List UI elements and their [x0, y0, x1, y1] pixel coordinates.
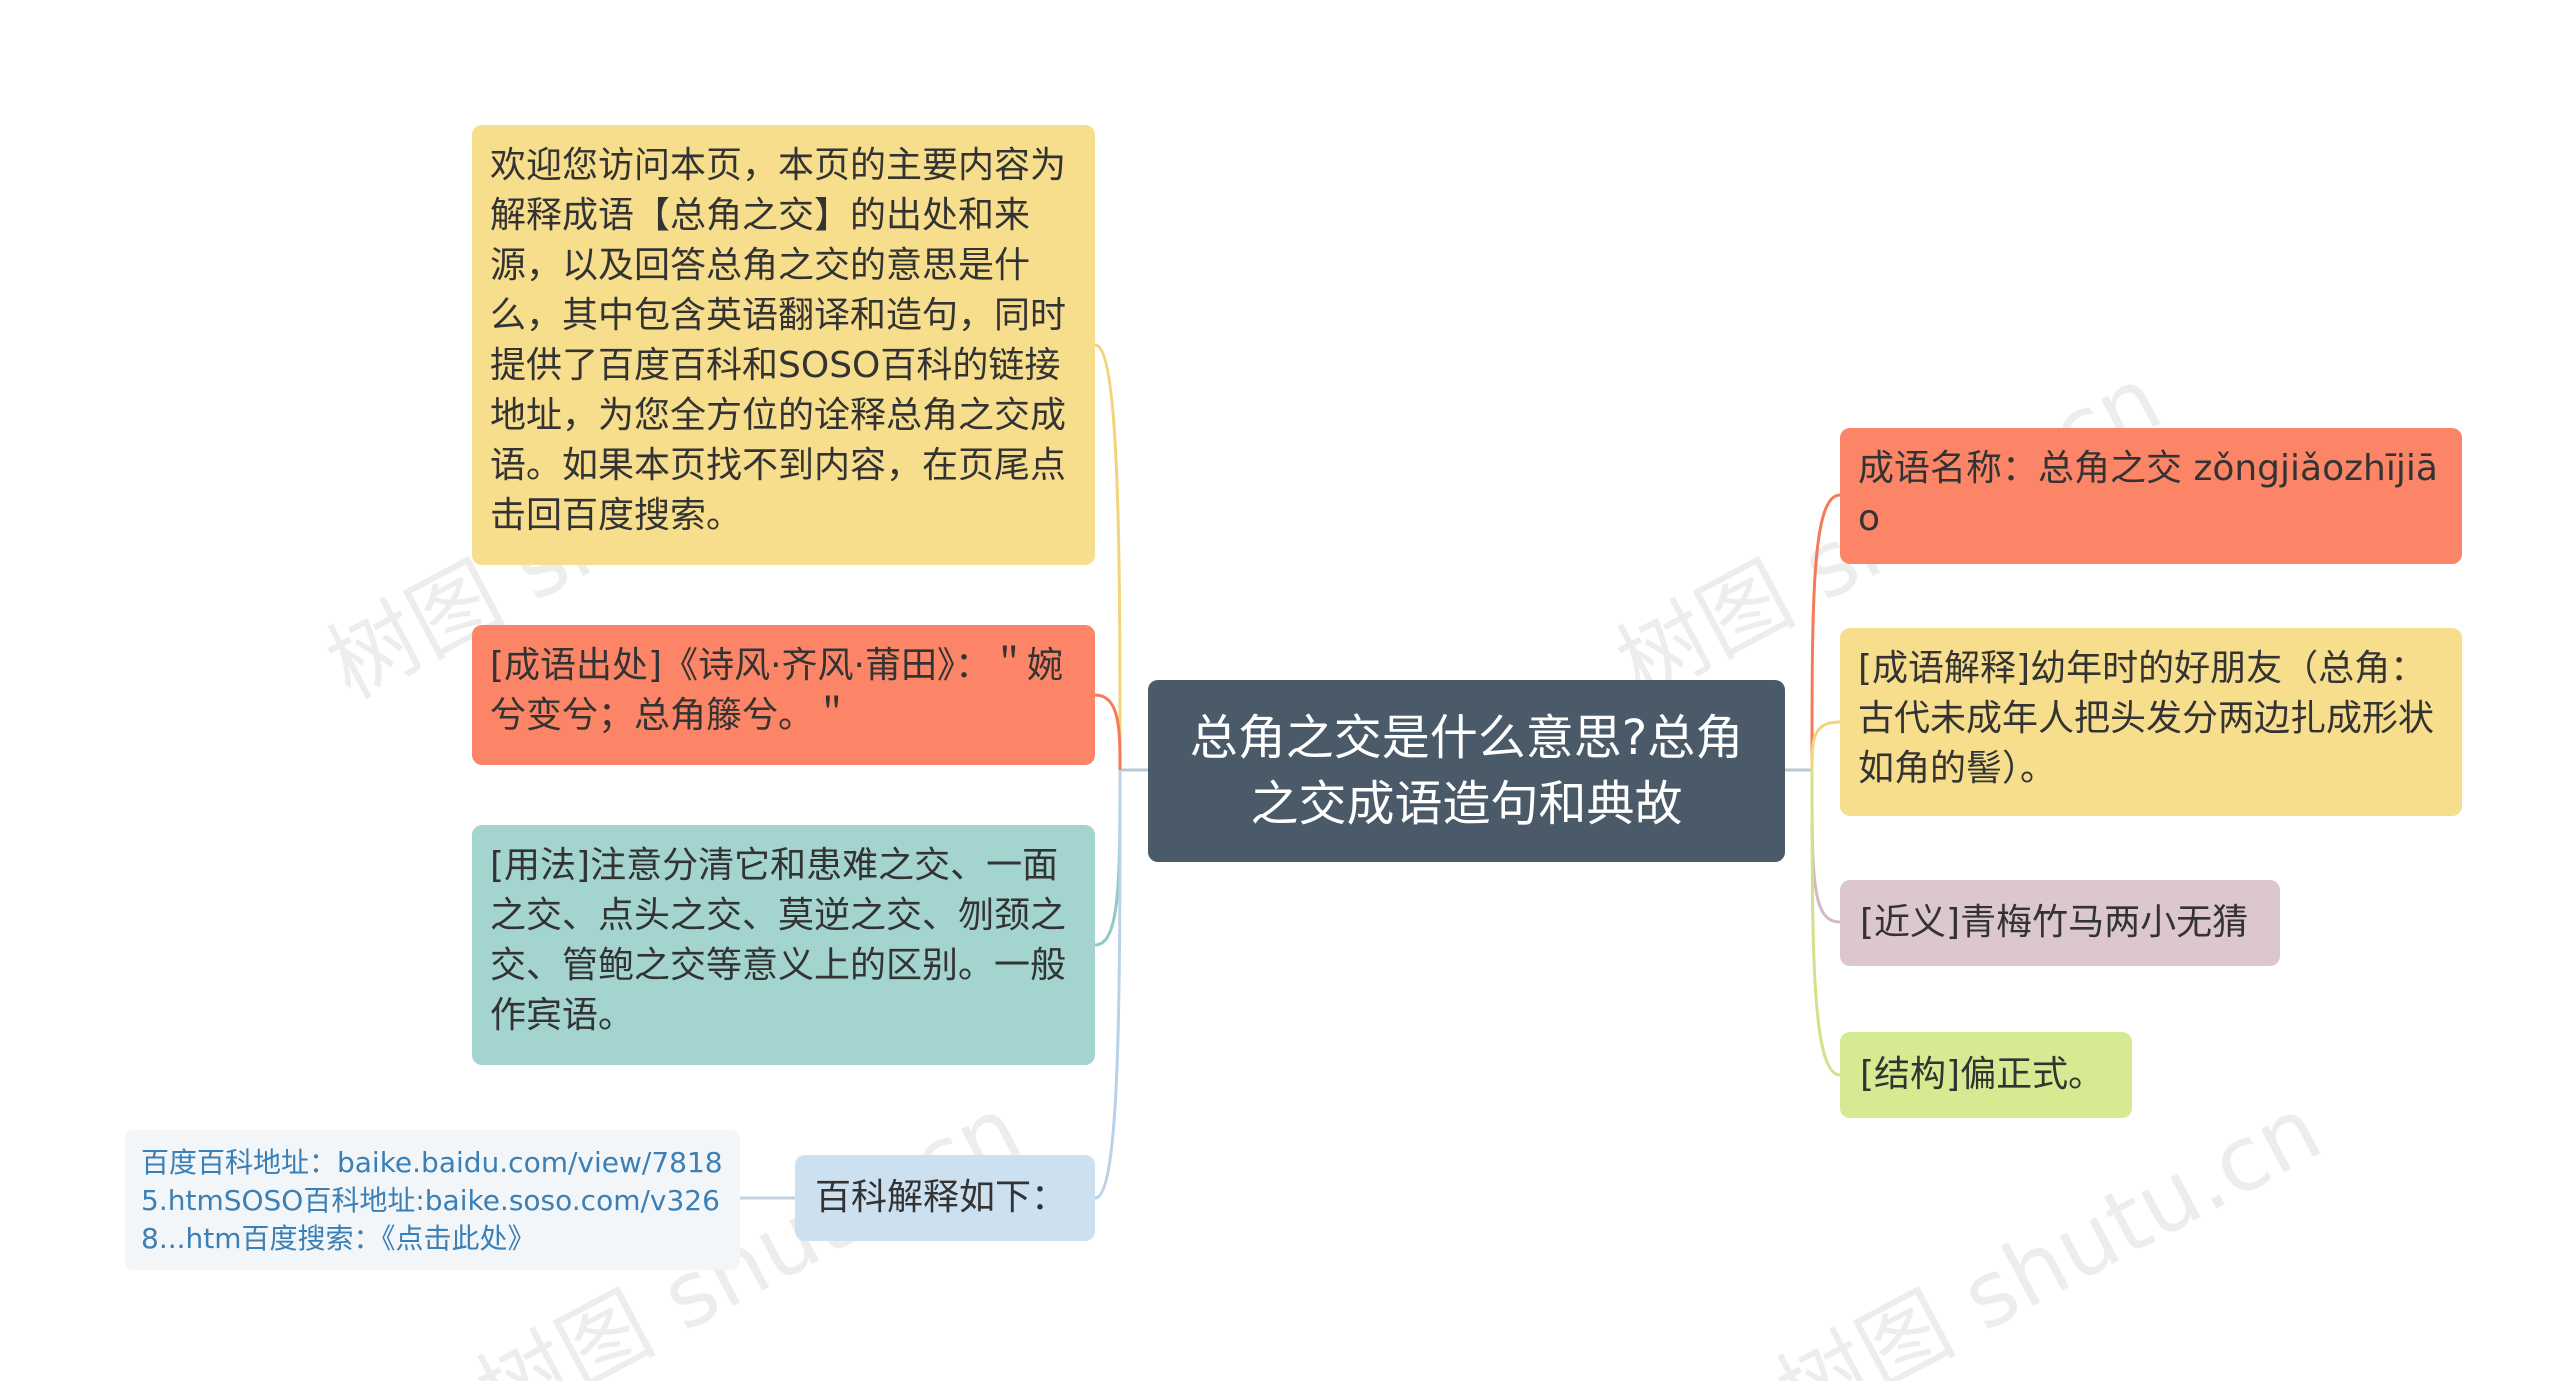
baike-links-text[interactable]: 百度百科地址：baike.baidu.com/view/78185.htmSOS… [141, 1146, 723, 1255]
central-topic[interactable]: 总角之交是什么意思?总角之交成语造句和典故 [1148, 680, 1785, 862]
usage-text: [用法]注意分清它和患难之交、一面之交、点头之交、莫逆之交、刎颈之交、管鲍之交等… [490, 845, 1067, 1036]
connector-line [1094, 769, 1122, 1200]
structure-text: [结构]偏正式。 [1860, 1054, 2105, 1095]
idiom-source-node[interactable]: [成语出处]《诗风·齐风·莆田》：＂婉兮变兮；总角籐兮。＂ [472, 625, 1095, 765]
connector-line [1810, 769, 1841, 924]
idiom-source-text: [成语出处]《诗风·齐风·莆田》：＂婉兮变兮；总角籐兮。＂ [490, 645, 1063, 736]
connector-line [1094, 343, 1122, 771]
synonym-node[interactable]: [近义]青梅竹马两小无猜 [1840, 880, 2280, 966]
idiom-name-text: 成语名称：总角之交 zǒngjiǎozhījiāo [1858, 448, 2438, 539]
connector-line [1094, 693, 1122, 771]
intro-node[interactable]: 欢迎您访问本页，本页的主要内容为解释成语【总角之交】的出处和来源，以及回答总角之… [472, 125, 1095, 565]
connector-line [1810, 720, 1841, 771]
connector-line [1094, 769, 1122, 947]
intro-text: 欢迎您访问本页，本页的主要内容为解释成语【总角之交】的出处和来源，以及回答总角之… [490, 145, 1067, 536]
usage-node[interactable]: [用法]注意分清它和患难之交、一面之交、点头之交、莫逆之交、刎颈之交、管鲍之交等… [472, 825, 1095, 1065]
idiom-explanation-node[interactable]: [成语解释]幼年时的好朋友（总角：古代未成年人把头发分两边扎成形状如角的髻）。 [1840, 628, 2462, 816]
connector-line [1810, 769, 1841, 1077]
idiom-name-node[interactable]: 成语名称：总角之交 zǒngjiǎozhījiāo [1840, 428, 2462, 564]
baike-links-note[interactable]: 百度百科地址：baike.baidu.com/view/78185.htmSOS… [125, 1130, 740, 1270]
idiom-explanation-text: [成语解释]幼年时的好朋友（总角：古代未成年人把头发分两边扎成形状如角的髻）。 [1858, 648, 2435, 789]
baike-node[interactable]: 百科解释如下： [795, 1155, 1095, 1241]
synonym-text: [近义]青梅竹马两小无猜 [1860, 902, 2249, 943]
central-topic-label: 总角之交是什么意思?总角之交成语造句和典故 [1189, 710, 1744, 832]
baike-text: 百科解释如下： [815, 1177, 1068, 1218]
structure-node[interactable]: [结构]偏正式。 [1840, 1032, 2132, 1118]
connector-line [1810, 493, 1841, 771]
